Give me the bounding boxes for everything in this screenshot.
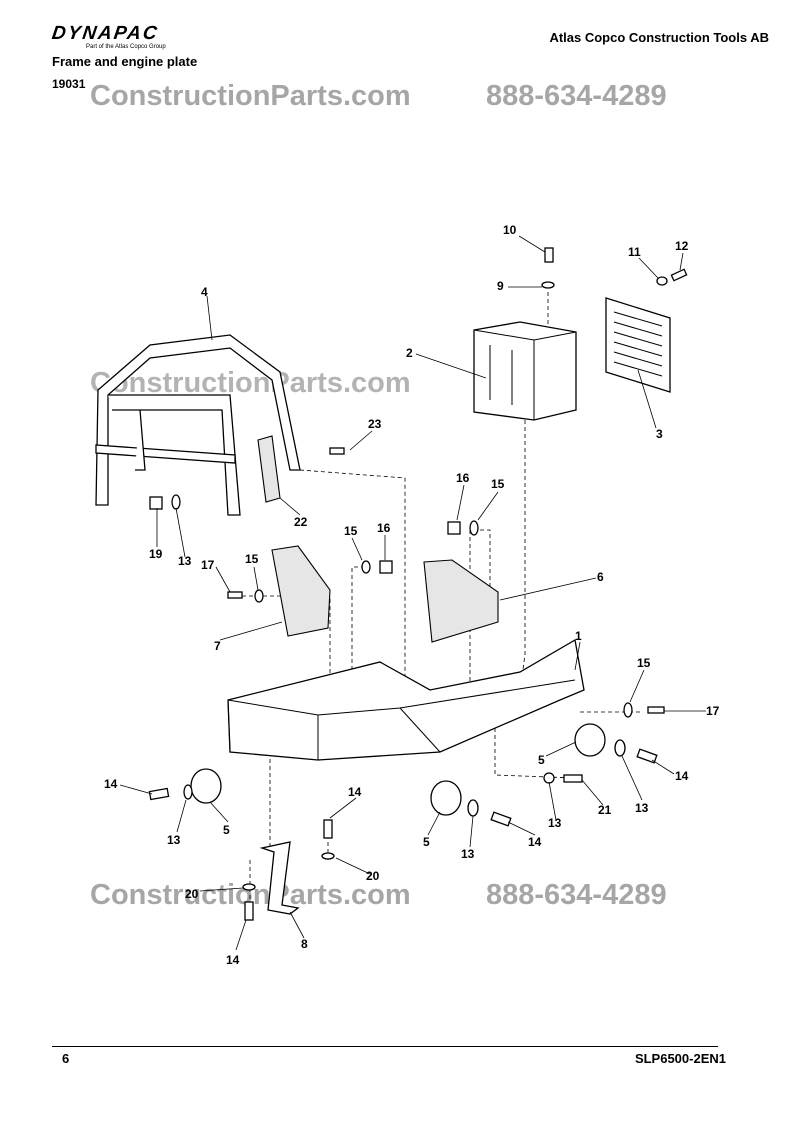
roll-bar-frame: [95, 334, 301, 516]
callout-16b: 16: [377, 521, 391, 535]
callout-14d: 14: [675, 769, 689, 783]
callout-15c: 15: [245, 552, 259, 566]
callout-16a: 16: [456, 471, 470, 485]
callout-5c: 5: [538, 753, 545, 767]
figure-code: 19031: [52, 77, 86, 91]
callout-6a: 6: [597, 570, 604, 584]
callout-4: 4: [201, 285, 208, 299]
watermark-phone-bottom: 888-634-4289: [486, 879, 667, 911]
callout-20b: 20: [185, 887, 199, 901]
callout-12: 12: [675, 239, 689, 253]
callout-19: 19: [149, 547, 163, 561]
brand-tagline: Part of the Atlas Copco Group: [86, 44, 166, 50]
document-number: SLP6500-2EN1: [634, 1051, 726, 1066]
callout-8: 8: [301, 937, 308, 951]
callout-7: 7: [214, 639, 221, 653]
callout-15d: 15: [637, 656, 651, 670]
callout-3: 3: [656, 427, 663, 441]
callout-13a: 13: [178, 554, 192, 568]
footer-divider: [52, 1046, 718, 1047]
callout-17a: 17: [201, 558, 215, 572]
callout-22: 22: [294, 515, 308, 529]
callout-13b: 13: [167, 833, 181, 847]
watermark-phone-top: 888-634-4289: [486, 80, 667, 112]
callout-5b: 5: [423, 835, 430, 849]
callout-15b: 15: [344, 524, 358, 538]
callout-20a: 20: [366, 869, 380, 883]
watermark-site-middle: ConstructionParts.com: [90, 367, 411, 399]
callout-14c: 14: [528, 835, 542, 849]
strap-8: [259, 841, 300, 915]
callout-14b: 14: [348, 785, 362, 799]
watermark-site-top: ConstructionParts.com: [90, 80, 411, 112]
callout-10: 10: [503, 223, 517, 237]
callout-21: 21: [598, 803, 612, 817]
louvered-cover: [605, 297, 671, 393]
page-number: 6: [62, 1051, 70, 1066]
callout-14e: 14: [226, 953, 240, 967]
callout-14a: 14: [104, 777, 118, 791]
company-name: Atlas Copco Construction Tools AB: [549, 30, 769, 45]
callout-1: 1: [575, 629, 582, 643]
callout-2: 2: [406, 346, 413, 360]
callout-labels: 1 2 3 4 5 5 5 6 6 7 8 9 10 11 12 13 13 1…: [104, 223, 720, 967]
leader-lines: [119, 235, 706, 951]
side-plate-6: [423, 559, 499, 643]
callout-13c: 13: [461, 847, 475, 861]
callout-13e: 13: [635, 801, 649, 815]
callout-15a: 15: [491, 477, 505, 491]
base-frame: [227, 638, 585, 761]
hardware: [148, 247, 688, 921]
callout-11: 11: [628, 245, 641, 259]
bracket-7: [271, 545, 331, 637]
rubber-mounts: [190, 723, 606, 816]
engine-plate-box: [473, 321, 577, 421]
bracket-22: [257, 435, 281, 503]
page-title: Frame and engine plate: [52, 54, 198, 69]
callout-9: 9: [497, 279, 504, 293]
callout-23: 23: [368, 417, 382, 431]
callout-13d: 13: [548, 816, 562, 830]
callout-5a: 5: [223, 823, 230, 837]
callout-17b: 17: [706, 704, 720, 718]
